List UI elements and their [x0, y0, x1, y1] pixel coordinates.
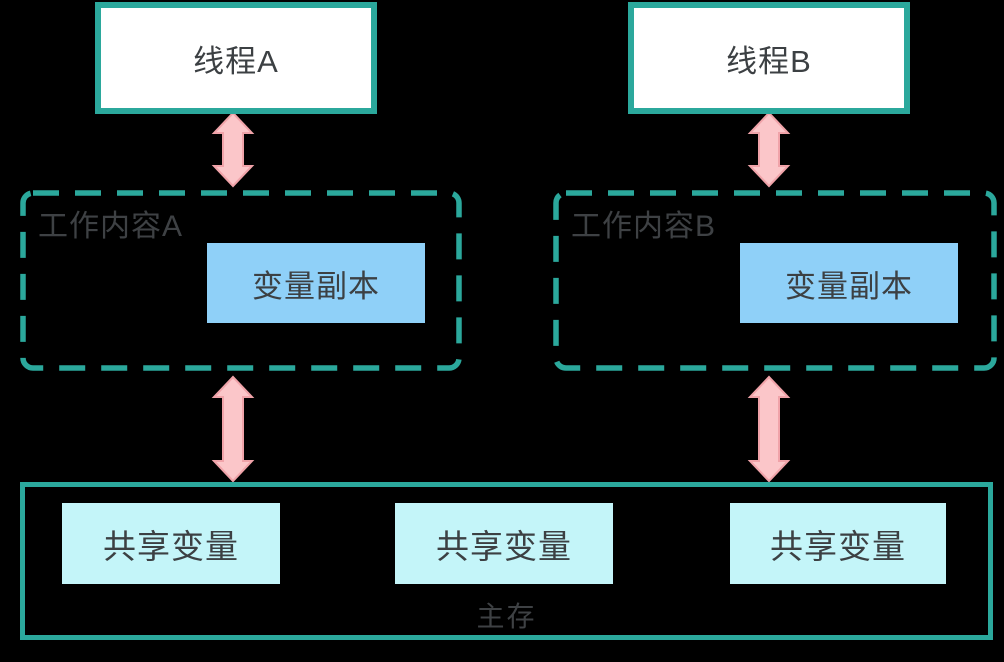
working-memory-a-main-memory-arrow-icon: [211, 375, 255, 483]
variable-copy-a-label: 变量副本: [252, 268, 380, 304]
shared-variable-box: 共享变量: [395, 503, 613, 584]
shared-variable-label: 共享变量: [103, 527, 239, 565]
variable-copy-a-box: 变量副本: [207, 243, 425, 323]
working-memory-a-region: 工作内容A 变量副本: [20, 190, 462, 371]
main-memory-label: 主存: [476, 601, 537, 632]
shared-variable-label: 共享变量: [770, 527, 906, 565]
variable-copy-b-label: 变量副本: [785, 268, 913, 304]
thread-a-working-memory-arrow-icon: [211, 111, 255, 188]
working-memory-b-main-memory-arrow-icon: [747, 375, 791, 483]
shared-variable-label: 共享变量: [436, 527, 572, 565]
variable-copy-b-box: 变量副本: [740, 243, 958, 323]
working-memory-a-label: 工作内容A: [38, 210, 184, 243]
working-memory-a-outline: [20, 190, 462, 371]
working-memory-b-label: 工作内容B: [571, 210, 717, 243]
main-memory-box: 共享变量 共享变量 共享变量 主存: [20, 482, 993, 640]
thread-b-label: 线程B: [726, 43, 812, 79]
thread-a-label: 线程A: [193, 43, 279, 79]
thread-b-box: 线程B: [628, 2, 910, 114]
working-memory-b-region: 工作内容B 变量副本: [553, 190, 997, 371]
thread-a-box: 线程A: [95, 2, 377, 114]
thread-b-working-memory-arrow-icon: [747, 111, 791, 188]
working-memory-b-outline: [553, 190, 997, 371]
shared-variable-box: 共享变量: [62, 503, 280, 584]
shared-variable-box: 共享变量: [730, 503, 946, 584]
